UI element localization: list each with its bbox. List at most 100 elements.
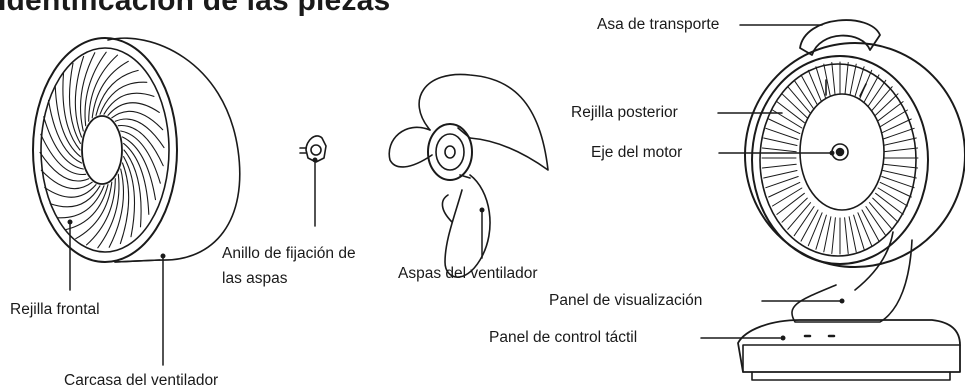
grille-bar — [793, 79, 815, 110]
grille-bar — [861, 74, 880, 107]
grille-vane — [103, 92, 155, 115]
grille-vane — [123, 156, 136, 238]
grille-vane — [88, 54, 119, 122]
grille-vane — [44, 184, 97, 198]
label-rear-grille: Rejilla posterior — [571, 104, 678, 121]
grille-vane — [75, 181, 113, 240]
grille-vane — [62, 72, 81, 151]
grille-bar — [853, 214, 865, 250]
grille-vane — [40, 169, 93, 190]
grille-bar — [882, 137, 917, 146]
label-touch-control-panel: Panel de control táctil — [489, 329, 638, 346]
grille-vane — [56, 185, 105, 219]
grille-bar — [800, 74, 819, 107]
grille-bar — [815, 214, 827, 250]
grille-bar — [868, 86, 893, 114]
label-motor-shaft: Eje del motor — [591, 144, 683, 161]
grille-vane — [79, 52, 96, 132]
grille-bar — [865, 206, 887, 237]
grille-bar — [877, 109, 908, 129]
grille-bar — [823, 63, 832, 100]
grille-vane — [74, 55, 85, 138]
grille-bar — [865, 79, 887, 110]
grille-bar — [879, 181, 912, 198]
grille-bar — [875, 101, 904, 124]
grille-bar — [776, 192, 805, 215]
grille-bar — [772, 187, 803, 207]
label-fan-housing: Carcasa del ventilador — [64, 372, 219, 389]
grille-bar — [872, 93, 899, 119]
grille-vane — [91, 60, 129, 119]
grille-vane — [49, 185, 101, 208]
grille-bar — [781, 197, 808, 223]
grille-bar — [831, 217, 836, 254]
label-blade-ring-line2: las aspas — [222, 270, 288, 287]
label-fan-blades: Aspas del ventilador — [398, 265, 538, 282]
grille-vane — [111, 110, 164, 131]
grille-vane — [119, 162, 130, 245]
grille-bar — [853, 66, 865, 102]
grille-vane — [117, 125, 164, 167]
grille-bar — [844, 217, 849, 254]
grille-bar — [881, 127, 915, 140]
grille-vane — [85, 178, 116, 246]
grille-bar — [800, 209, 819, 242]
grille-bar — [879, 118, 912, 135]
grille-bar — [883, 147, 919, 153]
grille-bar — [807, 212, 823, 247]
grille-bar — [807, 69, 823, 104]
grille-bar — [793, 206, 815, 237]
grille-vane — [114, 118, 165, 149]
grille-vane — [68, 62, 81, 144]
grille-bar — [857, 212, 873, 247]
grille-vane — [54, 85, 81, 158]
grille-bar — [787, 202, 812, 230]
label-front-grille: Rejilla frontal — [10, 301, 100, 318]
grille-bar — [768, 181, 801, 198]
grille-bar — [768, 118, 801, 135]
grille-bar — [765, 176, 799, 189]
assembled-fan-illustration — [737, 19, 965, 381]
grille-vane — [108, 168, 125, 248]
grille-bar — [761, 163, 797, 169]
grille-bar — [872, 197, 899, 223]
grille-vane — [99, 81, 148, 115]
grille-vane — [95, 69, 139, 116]
label-blade-ring-line1: Anillo de fijación de — [222, 245, 356, 262]
label-display-panel: Panel de visualización — [549, 292, 703, 309]
grille-vane — [123, 142, 150, 215]
grille-bar — [823, 216, 832, 253]
grille-bar — [763, 170, 798, 179]
grille-vane — [43, 116, 84, 170]
grille-bar — [763, 137, 798, 146]
grille-bar — [881, 176, 915, 189]
grille-bar — [765, 127, 799, 140]
grille-bar — [877, 187, 908, 207]
grille-vane — [123, 149, 142, 228]
grille-bar — [848, 63, 857, 100]
grille-bar — [875, 192, 904, 215]
grille-vane — [40, 133, 87, 175]
grille-vane — [107, 102, 160, 116]
grille-bar — [831, 62, 836, 99]
grille-vane — [121, 136, 157, 201]
leader-dots — [67, 150, 845, 341]
grille-bar — [883, 163, 919, 169]
grille-vane — [97, 173, 120, 249]
label-carry-handle: Asa de transporte — [597, 16, 720, 33]
grille-bar — [815, 66, 827, 102]
grille-bar — [848, 216, 857, 253]
grille-bar — [787, 86, 812, 114]
grille-bar — [844, 62, 849, 99]
grille-bar — [781, 93, 808, 119]
grille-vane — [84, 51, 107, 127]
grille-vane — [47, 99, 83, 164]
grille-bar — [882, 170, 917, 179]
grille-vane — [120, 130, 161, 184]
grille-vane — [39, 151, 90, 182]
grille-bar — [861, 209, 880, 242]
grille-bar — [761, 147, 797, 153]
grille-vane — [65, 184, 109, 231]
